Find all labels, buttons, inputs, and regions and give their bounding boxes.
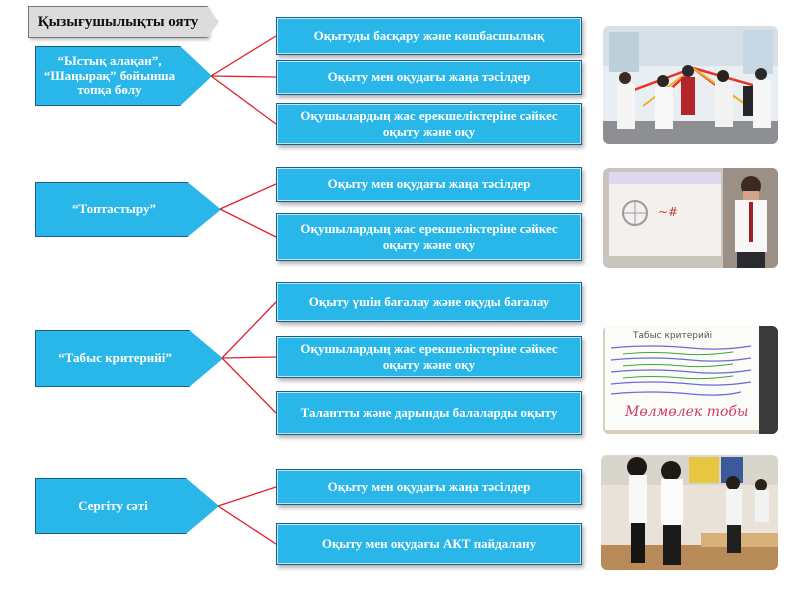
target-node: Оқыту мен оқудағы жаңа тәсілдер	[276, 167, 582, 202]
connector-line	[221, 356, 277, 359]
connector-line	[210, 35, 277, 77]
photo-refresh-moment	[601, 455, 778, 570]
connector-line	[221, 357, 277, 414]
target-node: Оқыту үшін бағалау және оқуды бағалау	[276, 282, 582, 322]
source-node-success-criteria: “Табыс критерийі”	[35, 330, 223, 387]
photo-student-presentation: ~#	[603, 168, 778, 268]
target-node: Талантты және дарынды балаларды оқыту	[276, 391, 582, 435]
source-node-clustering: “Топтастыру”	[35, 182, 221, 237]
photo-success-criteria-chart: Табыс критерийі Мөлмөлек тобы	[603, 326, 778, 434]
target-node: Оқыту мен оқудағы АКТ пайдалану	[276, 523, 582, 565]
target-node: Оқыту мен оқудағы жаңа тәсілдер	[276, 60, 582, 95]
connector-line	[219, 208, 277, 238]
svg-text:~#: ~#	[658, 205, 678, 219]
target-node: Оқушылардың жас ерекшеліктеріне сәйкес о…	[276, 336, 582, 378]
connector-line	[219, 183, 277, 210]
target-node: Оқушылардың жас ерекшеліктеріне сәйкес о…	[276, 103, 582, 145]
whiteboard-bottom-text: Мөлмөлек тобы	[624, 404, 748, 420]
target-node: Оқушылардың жас ерекшеліктеріне сәйкес о…	[276, 213, 582, 261]
photo-classroom-ribbon-activity	[603, 26, 778, 144]
connector-line	[217, 486, 277, 507]
source-node-grouping: “Ыстық алақан”, “Шаңырақ” бойынша топқа …	[35, 46, 212, 106]
target-node: Оқытуды басқару және көшбасшылық	[276, 17, 582, 55]
source-node-refresh-moment: Сергіту сәті	[35, 478, 219, 534]
whiteboard-heading: Табыс критерийі	[632, 331, 712, 341]
connector-line	[210, 75, 277, 125]
connector-line	[217, 505, 277, 545]
connector-line	[221, 301, 277, 359]
page-title: Қызығушылықты ояту	[28, 6, 219, 38]
connector-line	[210, 75, 277, 78]
target-node: Оқыту мен оқудағы жаңа тәсілдер	[276, 469, 582, 505]
